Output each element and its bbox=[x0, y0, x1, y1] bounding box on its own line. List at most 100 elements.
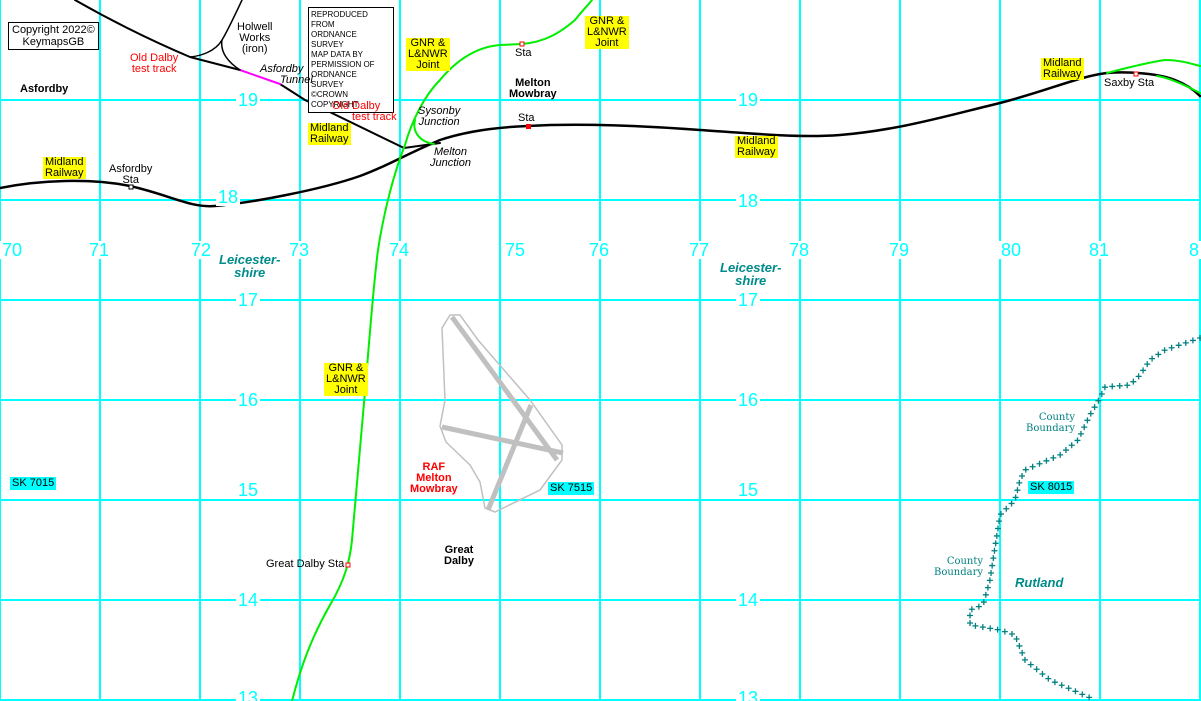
boundary-cross-mark bbox=[1003, 505, 1010, 512]
boundary-cross-mark bbox=[972, 622, 979, 629]
easting-label: 80 bbox=[999, 240, 1024, 260]
grid-ref-sk7015: SK 7015 bbox=[10, 477, 57, 490]
boundary-label-line: Boundary bbox=[934, 567, 984, 578]
place-label-line: Dalby bbox=[444, 555, 474, 567]
station-label-line: Sta bbox=[122, 174, 139, 186]
easting-label: 73 bbox=[287, 240, 312, 260]
feature-label-line: Junction bbox=[418, 116, 460, 128]
railway-label-line: Railway bbox=[45, 167, 84, 179]
boundary-cross-mark bbox=[1001, 628, 1008, 635]
boundary-cross-mark bbox=[984, 584, 991, 591]
place-label-line: Melton bbox=[416, 472, 452, 484]
boundary-cross-mark bbox=[1081, 424, 1088, 431]
county-rutland: Rutland bbox=[1015, 575, 1064, 590]
boundary-cross-mark bbox=[1013, 635, 1020, 642]
northing-label: 15 bbox=[736, 480, 761, 500]
northing-label: 18 bbox=[216, 187, 241, 207]
boundary-label-line: County bbox=[1038, 412, 1076, 423]
railway-label-old-dalby: Old Dalby test track bbox=[332, 101, 397, 123]
easting-label: 70 bbox=[0, 240, 25, 260]
station-label-melton-gnr: Sta bbox=[515, 47, 532, 59]
boundary-cross-mark bbox=[991, 547, 998, 554]
boundary-cross-mark bbox=[986, 577, 993, 584]
easting-label: 75 bbox=[503, 240, 528, 260]
boundary-cross-mark bbox=[1039, 670, 1046, 677]
feature-asfordby-tunnel: Asfordby Tunnel bbox=[260, 64, 313, 86]
railway-label-line: GNR & bbox=[328, 362, 364, 374]
county-boundary-label: County Boundary bbox=[934, 556, 983, 578]
boundary-cross-mark bbox=[1077, 430, 1084, 437]
place-label-line: RAF bbox=[422, 461, 446, 473]
feature-label-line: Works bbox=[239, 32, 271, 44]
county-leicestershire: Leicester- shire bbox=[219, 253, 280, 279]
boundary-cross-mark bbox=[979, 624, 986, 631]
boundary-cross-mark bbox=[1012, 494, 1019, 501]
boundary-cross-mark bbox=[1135, 373, 1142, 380]
boundary-cross-mark bbox=[1144, 361, 1151, 368]
railway-label-line: GNR & bbox=[589, 15, 625, 27]
boundary-cross-mark bbox=[1098, 391, 1105, 398]
place-label-line: Great bbox=[444, 544, 474, 556]
county-boundary bbox=[967, 335, 1201, 701]
boundary-cross-mark bbox=[980, 599, 987, 606]
railway-label-line: Midland bbox=[45, 156, 84, 168]
railway-label-line: test track bbox=[352, 111, 397, 123]
sysonby-curve bbox=[413, 119, 435, 145]
boundary-cross-mark bbox=[1019, 649, 1026, 656]
boundary-cross-mark bbox=[1008, 500, 1015, 507]
feature-sysonby-junction: Sysonby Junction bbox=[418, 106, 460, 128]
gnr-lnwr-joint-line bbox=[291, 0, 593, 701]
northing-label: 16 bbox=[236, 390, 261, 410]
easting-label: 81 bbox=[1087, 240, 1112, 260]
boundary-cross-mark bbox=[1140, 367, 1147, 374]
railway-label-line: test track bbox=[131, 63, 177, 75]
boundary-cross-mark bbox=[993, 532, 1000, 539]
feature-label-line: Sysonby bbox=[418, 105, 461, 117]
railway-label-midland: Midland Railway bbox=[43, 157, 86, 179]
county-label-line: shire bbox=[735, 273, 767, 288]
asfordby-tunnel bbox=[239, 69, 281, 85]
boundary-cross-mark bbox=[1109, 383, 1116, 390]
os-notice: REPRODUCED FROM ORDNANCE SURVEY MAP DATA… bbox=[308, 7, 394, 113]
northing-label: 17 bbox=[736, 290, 761, 310]
railway-label-line: Joint bbox=[334, 384, 358, 396]
boundary-cross-mark bbox=[1182, 339, 1189, 346]
station-marker-saxby bbox=[1133, 71, 1139, 77]
boundary-cross-mark bbox=[1043, 457, 1050, 464]
boundary-cross-mark bbox=[975, 603, 982, 610]
station-label-melton-midland: Sta bbox=[518, 112, 535, 124]
grid-ref-sk8015: SK 8015 bbox=[1028, 481, 1075, 494]
northing-label: 18 bbox=[736, 191, 761, 211]
railway-label-midland: Midland Railway bbox=[1041, 58, 1084, 80]
railway-label-line: Joint bbox=[595, 37, 619, 49]
boundary-cross-mark bbox=[1036, 460, 1043, 467]
boundary-cross-mark bbox=[1019, 472, 1026, 479]
station-marker-melton-gnr bbox=[519, 41, 525, 47]
county-label-line: Leicester- bbox=[219, 252, 281, 267]
railway-label-midland: Midland Railway bbox=[308, 123, 351, 145]
feature-label-line: Tunnel bbox=[280, 74, 313, 86]
boundary-cross-mark bbox=[968, 606, 975, 613]
railway-label-line: L&NWR bbox=[326, 373, 366, 385]
boundary-cross-mark bbox=[1116, 382, 1123, 389]
os-notice-line: ORDNANCE SURVEY bbox=[311, 70, 357, 89]
boundary-cross-mark bbox=[1065, 685, 1072, 692]
county-label-line: shire bbox=[234, 265, 266, 280]
station-label-great-dalby: Great Dalby Sta bbox=[266, 558, 345, 570]
boundary-cross-mark bbox=[988, 569, 995, 576]
station-label-line: Asfordby bbox=[109, 163, 153, 175]
railway-label-line: Railway bbox=[737, 146, 776, 158]
railway-label-midland: Midland Railway bbox=[735, 136, 778, 158]
station-label-asfordby: Asfordby Sta bbox=[109, 164, 152, 186]
boundary-cross-mark bbox=[1014, 487, 1021, 494]
place-raf-melton-mowbray: RAF Melton Mowbray bbox=[410, 462, 458, 495]
saxby-gnr-curve bbox=[1106, 58, 1201, 94]
boundary-cross-mark bbox=[994, 525, 1001, 532]
boundary-cross-mark bbox=[982, 591, 989, 598]
boundary-cross-mark bbox=[997, 511, 1004, 518]
feature-label-line: Asfordby bbox=[260, 63, 304, 75]
easting-label: 71 bbox=[87, 240, 112, 260]
